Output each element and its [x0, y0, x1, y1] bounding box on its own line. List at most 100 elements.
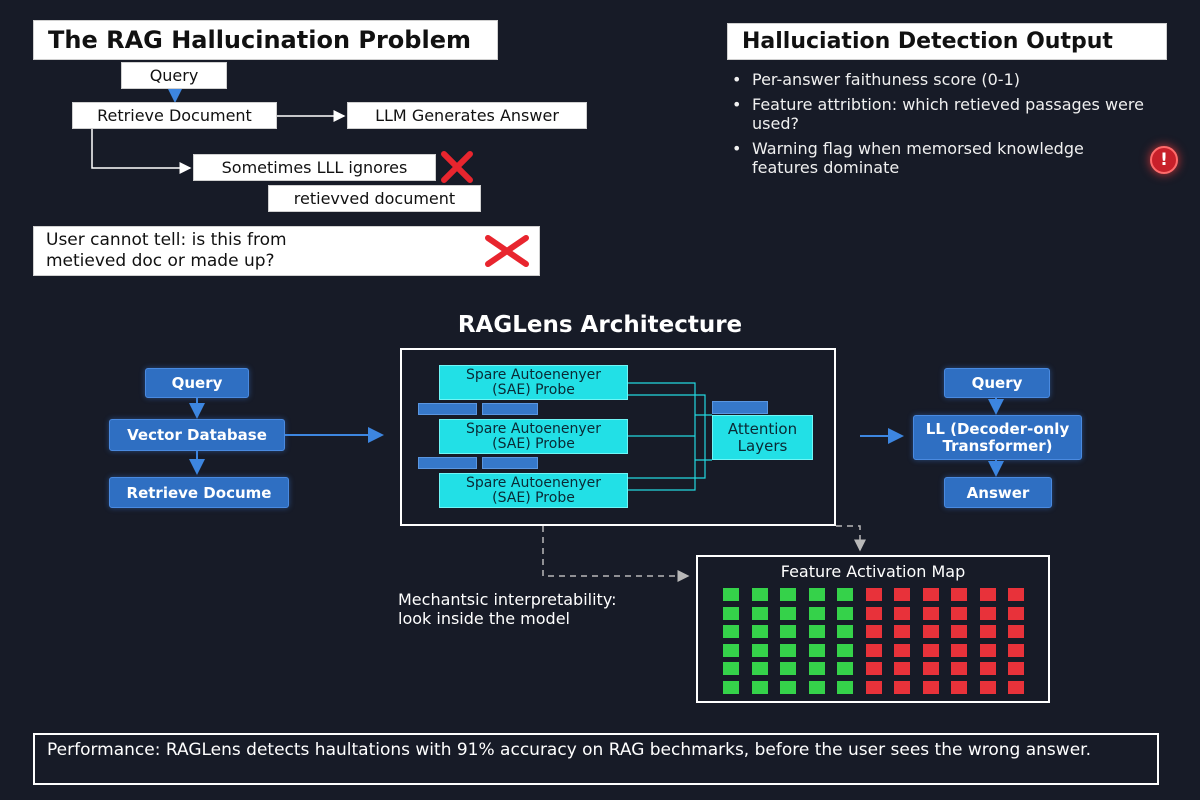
probe-line-2: (SAE) Probe [492, 381, 575, 398]
activation-cell [723, 625, 739, 638]
answer-box: Answer [944, 477, 1052, 508]
cross-icon [485, 235, 529, 267]
cross-icon [441, 151, 473, 183]
activation-cell [780, 662, 796, 675]
sae-probe-2: Spare Autoenenyer (SAE) Probe [439, 419, 628, 454]
llm-line-1: LL (Decoder-only [925, 419, 1070, 438]
activation-cell [865, 662, 882, 675]
activation-cell [780, 680, 796, 694]
activation-cell [808, 643, 825, 657]
activation-cell [922, 680, 939, 694]
activation-cell [751, 680, 768, 694]
activation-cell [865, 606, 882, 620]
ignores-box: Sometimes LLL ignores [193, 154, 436, 181]
activation-cell [865, 588, 882, 601]
activation-cell [922, 662, 939, 675]
activation-cell [865, 680, 882, 694]
probe-bar [482, 403, 538, 415]
user-line-1: User cannot tell: is this from [46, 230, 287, 250]
activation-cell [1008, 625, 1024, 638]
probe-line-2: (SAE) Probe [492, 435, 575, 452]
activation-cell [894, 588, 910, 601]
activation-cell [951, 588, 967, 601]
probe-line-2: (SAE) Probe [492, 489, 575, 506]
activation-cell [837, 662, 853, 675]
activation-cell [751, 662, 768, 675]
activation-cell [979, 625, 996, 638]
activation-map-title: Feature Activation Map [780, 562, 966, 581]
dashed-arrow-to-map-top [836, 525, 866, 552]
activation-cell [808, 680, 825, 694]
activation-cell [951, 625, 967, 638]
activation-cell [723, 606, 739, 620]
activation-cell [951, 680, 967, 694]
activation-cell [780, 606, 796, 620]
activation-cell [865, 643, 882, 657]
activation-cell [751, 625, 768, 638]
note-line-2: look inside the model [398, 609, 570, 628]
activation-cell [1008, 643, 1024, 657]
output-bullets: Per-answer faithuness score (0-1) Featur… [730, 70, 1150, 183]
probe-line-1: Spare Autoenenyer [466, 366, 601, 383]
left-retrieve-box: Retrieve Docume [109, 477, 289, 508]
query-box: Query [121, 62, 227, 89]
sae-probe-1: Spare Autoenenyer (SAE) Probe [439, 365, 628, 400]
probe-connector [628, 394, 706, 479]
decoder-transformer-box: LL (Decoder-only Transformer) [913, 415, 1082, 460]
attention-bar [712, 401, 768, 414]
activation-cell [723, 662, 739, 675]
probe-line-1: Spare Autoenenyer [466, 474, 601, 491]
activation-cell [723, 588, 739, 601]
activation-cell [837, 625, 853, 638]
bullet-attribution: Feature attribtion: which retieved passa… [730, 95, 1150, 133]
activation-cell [894, 643, 910, 657]
dashed-arrow-to-map [542, 526, 690, 582]
activation-cell [979, 606, 996, 620]
probe-bar [482, 457, 538, 469]
activation-cell [979, 680, 996, 694]
activation-cell [951, 643, 967, 657]
activation-cell [808, 606, 825, 620]
activation-cell [1008, 606, 1024, 620]
activation-cell [922, 606, 939, 620]
probe-frame [400, 348, 836, 526]
attention-line-1: Attention [727, 419, 798, 438]
activation-cell [808, 662, 825, 675]
interpretability-note: Mechantsic interpretability: look inside… [398, 590, 678, 628]
activation-cell [979, 662, 996, 675]
activation-cell [1008, 588, 1024, 601]
attention-layers-box: Attention Layers [712, 415, 813, 460]
activation-cell [837, 643, 853, 657]
activation-cell [1008, 680, 1024, 694]
activation-cell [780, 643, 796, 657]
activation-cell [808, 588, 825, 601]
activation-cell [808, 625, 825, 638]
activation-cell [979, 588, 996, 601]
activation-cell [723, 680, 739, 694]
activation-cell [951, 606, 967, 620]
activation-cell [894, 606, 910, 620]
note-line-1: Mechantsic interpretability: [398, 590, 617, 609]
activation-cell [979, 643, 996, 657]
activation-cell [751, 588, 768, 601]
probe-bar [418, 457, 477, 469]
right-query-box: Query [944, 368, 1050, 398]
retrieved-document-box: retievved document [268, 185, 481, 212]
output-title: Halluciation Detection Output [727, 23, 1167, 60]
activation-cell [922, 625, 939, 638]
sae-probe-3: Spare Autoenenyer (SAE) Probe [439, 473, 628, 508]
attention-line-2: Layers [737, 436, 788, 455]
problem-title: The RAG Hallucination Problem [33, 20, 498, 60]
architecture-title: RAGLens Architecture [457, 312, 743, 338]
arrow-retrieve-to-ignore [91, 129, 192, 174]
activation-cell [837, 588, 853, 601]
bullet-warning: Warning flag when memorsed knowledge fea… [730, 139, 1150, 177]
activation-cell [751, 643, 768, 657]
activation-map-frame: Feature Activation Map [696, 555, 1050, 703]
activation-cell [837, 606, 853, 620]
activation-cell [780, 625, 796, 638]
llm-generates-box: LLM Generates Answer [347, 102, 587, 129]
probe-line-1: Spare Autoenenyer [466, 420, 601, 437]
activation-cell [1008, 662, 1024, 675]
